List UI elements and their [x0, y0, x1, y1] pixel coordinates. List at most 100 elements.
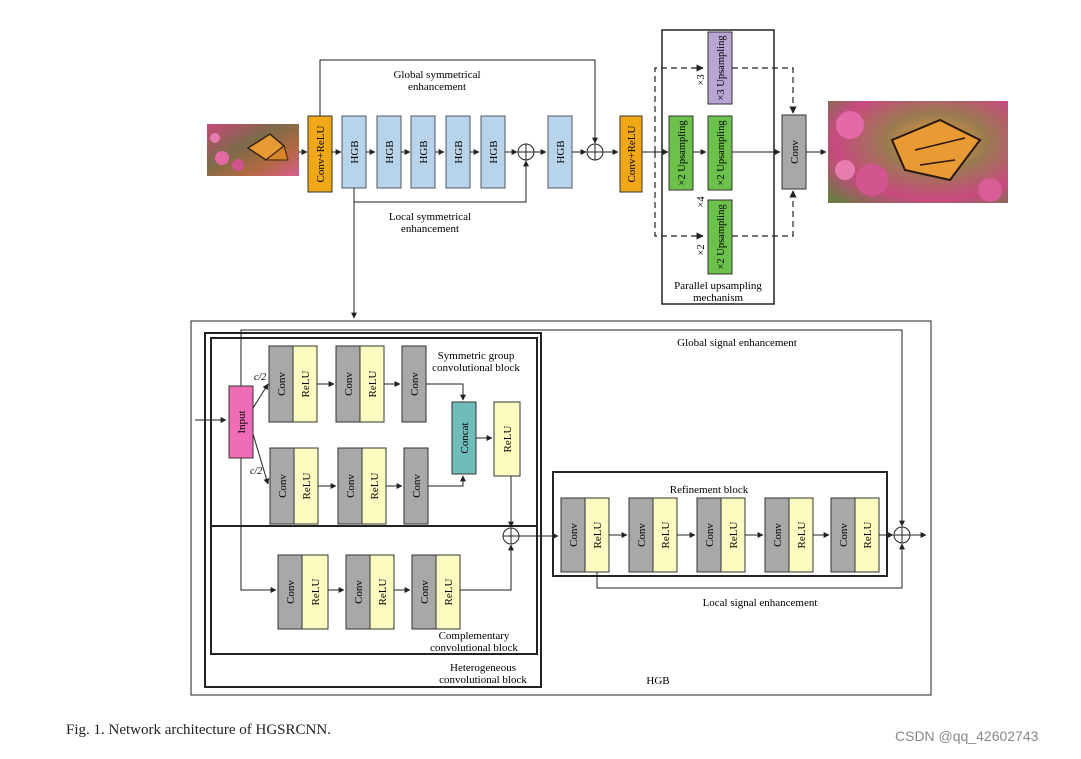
concat-relu-block: ReLU: [493, 401, 521, 477]
svg-text:Conv: Conv: [353, 580, 365, 604]
svg-text:HGB: HGB: [418, 140, 430, 163]
svg-text:Conv: Conv: [276, 372, 288, 396]
hgb-block-3: HGB: [410, 115, 436, 189]
svg-text:×3 Upsampling: ×3 Upsampling: [716, 35, 727, 101]
svg-text:ReLU: ReLU: [862, 522, 874, 549]
complementary-box: [210, 525, 538, 655]
figure-caption: Fig. 1. Network architecture of HGSRCNN.: [66, 722, 331, 738]
svg-text:ReLU: ReLU: [377, 579, 389, 606]
x2-upsampling-block-1: ×2 Upsampling: [668, 115, 694, 191]
svg-text:ReLU: ReLU: [443, 579, 455, 606]
output-image: [828, 101, 1008, 203]
conv-relu-block-1: Conv+ReLU: [307, 115, 333, 193]
half-label-bottom: c/2: [250, 466, 262, 477]
hgb-block-6: HGB: [547, 115, 573, 189]
svg-text:HGB: HGB: [384, 140, 396, 163]
svg-text:HGB: HGB: [488, 140, 500, 163]
conv-relu-block-2: Conv+ReLU: [619, 115, 643, 193]
final-conv-block: Conv: [781, 114, 807, 190]
x4-label: ×4: [696, 196, 707, 208]
svg-text:Conv: Conv: [636, 523, 648, 547]
local-sym-label-1: Local symmetrical: [389, 211, 471, 223]
ref-conv-relu-2: Conv ReLU: [628, 497, 678, 573]
svg-text:HGB: HGB: [349, 140, 361, 163]
heterogeneous-label-1: Heterogeneous: [450, 662, 516, 674]
svg-text:ReLU: ReLU: [502, 426, 514, 453]
heterogeneous-box: [204, 332, 542, 688]
sum-node-local: [517, 143, 535, 161]
comp-conv-relu-2: Conv ReLU: [345, 554, 395, 630]
svg-text:Conv: Conv: [343, 372, 355, 396]
svg-text:HGB: HGB: [453, 140, 465, 163]
x2-upsampling-block-2: ×2 Upsampling: [707, 115, 733, 191]
sym-group-label-2: convolutional block: [432, 362, 520, 374]
hgb-block-1: HGB: [341, 115, 367, 189]
x3-label: ×3: [696, 74, 707, 85]
complementary-label-1: Complementary: [439, 630, 510, 642]
svg-text:Conv: Conv: [285, 580, 297, 604]
ref-conv-relu-1: Conv ReLU: [560, 497, 610, 573]
svg-text:Conv: Conv: [838, 523, 850, 547]
comp-conv-relu-1: Conv ReLU: [277, 554, 329, 630]
svg-text:Conv: Conv: [568, 523, 580, 547]
svg-text:HGB: HGB: [555, 140, 567, 163]
svg-text:ReLU: ReLU: [310, 579, 322, 606]
svg-text:Concat: Concat: [459, 422, 471, 453]
parallel-label-1: Parallel upsampling: [674, 280, 762, 292]
svg-text:ReLU: ReLU: [300, 371, 312, 398]
svg-text:ReLU: ReLU: [367, 371, 379, 398]
svg-text:ReLU: ReLU: [369, 473, 381, 500]
sum-node-heterogeneous: [502, 527, 520, 545]
input-block: Input: [228, 385, 254, 459]
sym-top-conv-relu-1: Conv ReLU: [268, 345, 318, 423]
complementary-label-2: convolutional block: [430, 642, 518, 654]
hgb-block-5: HGB: [480, 115, 506, 189]
global-sym-label-2: enhancement: [408, 81, 466, 93]
svg-text:ReLU: ReLU: [592, 522, 604, 549]
svg-text:Conv: Conv: [704, 523, 716, 547]
global-sym-label-1: Global symmetrical: [393, 69, 480, 81]
ref-conv-relu-4: Conv ReLU: [764, 497, 814, 573]
concat-block: Concat: [451, 401, 477, 475]
local-signal-label: Local signal enhancement: [703, 597, 818, 609]
svg-text:Conv+ReLU: Conv+ReLU: [626, 125, 638, 182]
svg-text:ReLU: ReLU: [301, 473, 313, 500]
heterogeneous-label-2: convolutional block: [439, 674, 527, 686]
sym-top-conv-relu-2: Conv ReLU: [335, 345, 385, 423]
ref-conv-relu-5: Conv ReLU: [830, 497, 880, 573]
x2-label: ×2: [696, 244, 707, 255]
svg-text:Conv: Conv: [409, 372, 421, 396]
svg-text:ReLU: ReLU: [660, 522, 672, 549]
svg-text:Input: Input: [236, 410, 248, 433]
svg-text:Conv: Conv: [789, 140, 801, 164]
sym-bottom-conv-3: Conv: [403, 447, 429, 525]
refinement-label: Refinement block: [670, 484, 749, 496]
watermark: CSDN @qq_42602743: [895, 728, 1039, 744]
refinement-box: [552, 471, 888, 577]
svg-text:ReLU: ReLU: [796, 522, 808, 549]
sum-node-global: [586, 143, 604, 161]
input-image: [207, 124, 299, 176]
x3-upsampling-block: ×3 Upsampling: [707, 31, 733, 105]
svg-text:×2 Upsampling: ×2 Upsampling: [677, 120, 688, 186]
comp-conv-relu-3: Conv ReLU: [411, 554, 461, 630]
svg-text:×2 Upsampling: ×2 Upsampling: [716, 120, 727, 186]
svg-text:Conv: Conv: [277, 474, 289, 498]
parallel-upsampling-box: [661, 29, 775, 305]
global-signal-label: Global signal enhancement: [677, 337, 797, 349]
hgb-detail-box: [190, 320, 932, 696]
hgb-block-2: HGB: [376, 115, 402, 189]
ref-conv-relu-3: Conv ReLU: [696, 497, 746, 573]
sym-bottom-conv-relu-2: Conv ReLU: [337, 447, 387, 525]
x2-upsampling-block-3: ×2 Upsampling: [707, 199, 733, 275]
local-sym-label-2: enhancement: [401, 223, 459, 235]
sym-group-label-1: Symmetric group: [438, 350, 515, 362]
svg-text:Conv: Conv: [411, 474, 423, 498]
sym-bottom-conv-relu-1: Conv ReLU: [269, 447, 319, 525]
svg-text:ReLU: ReLU: [728, 522, 740, 549]
hgb-bottom-label: HGB: [646, 675, 669, 687]
sym-top-conv-3: Conv: [401, 345, 427, 423]
svg-text:Conv+ReLU: Conv+ReLU: [315, 125, 327, 182]
svg-text:Conv: Conv: [345, 474, 357, 498]
